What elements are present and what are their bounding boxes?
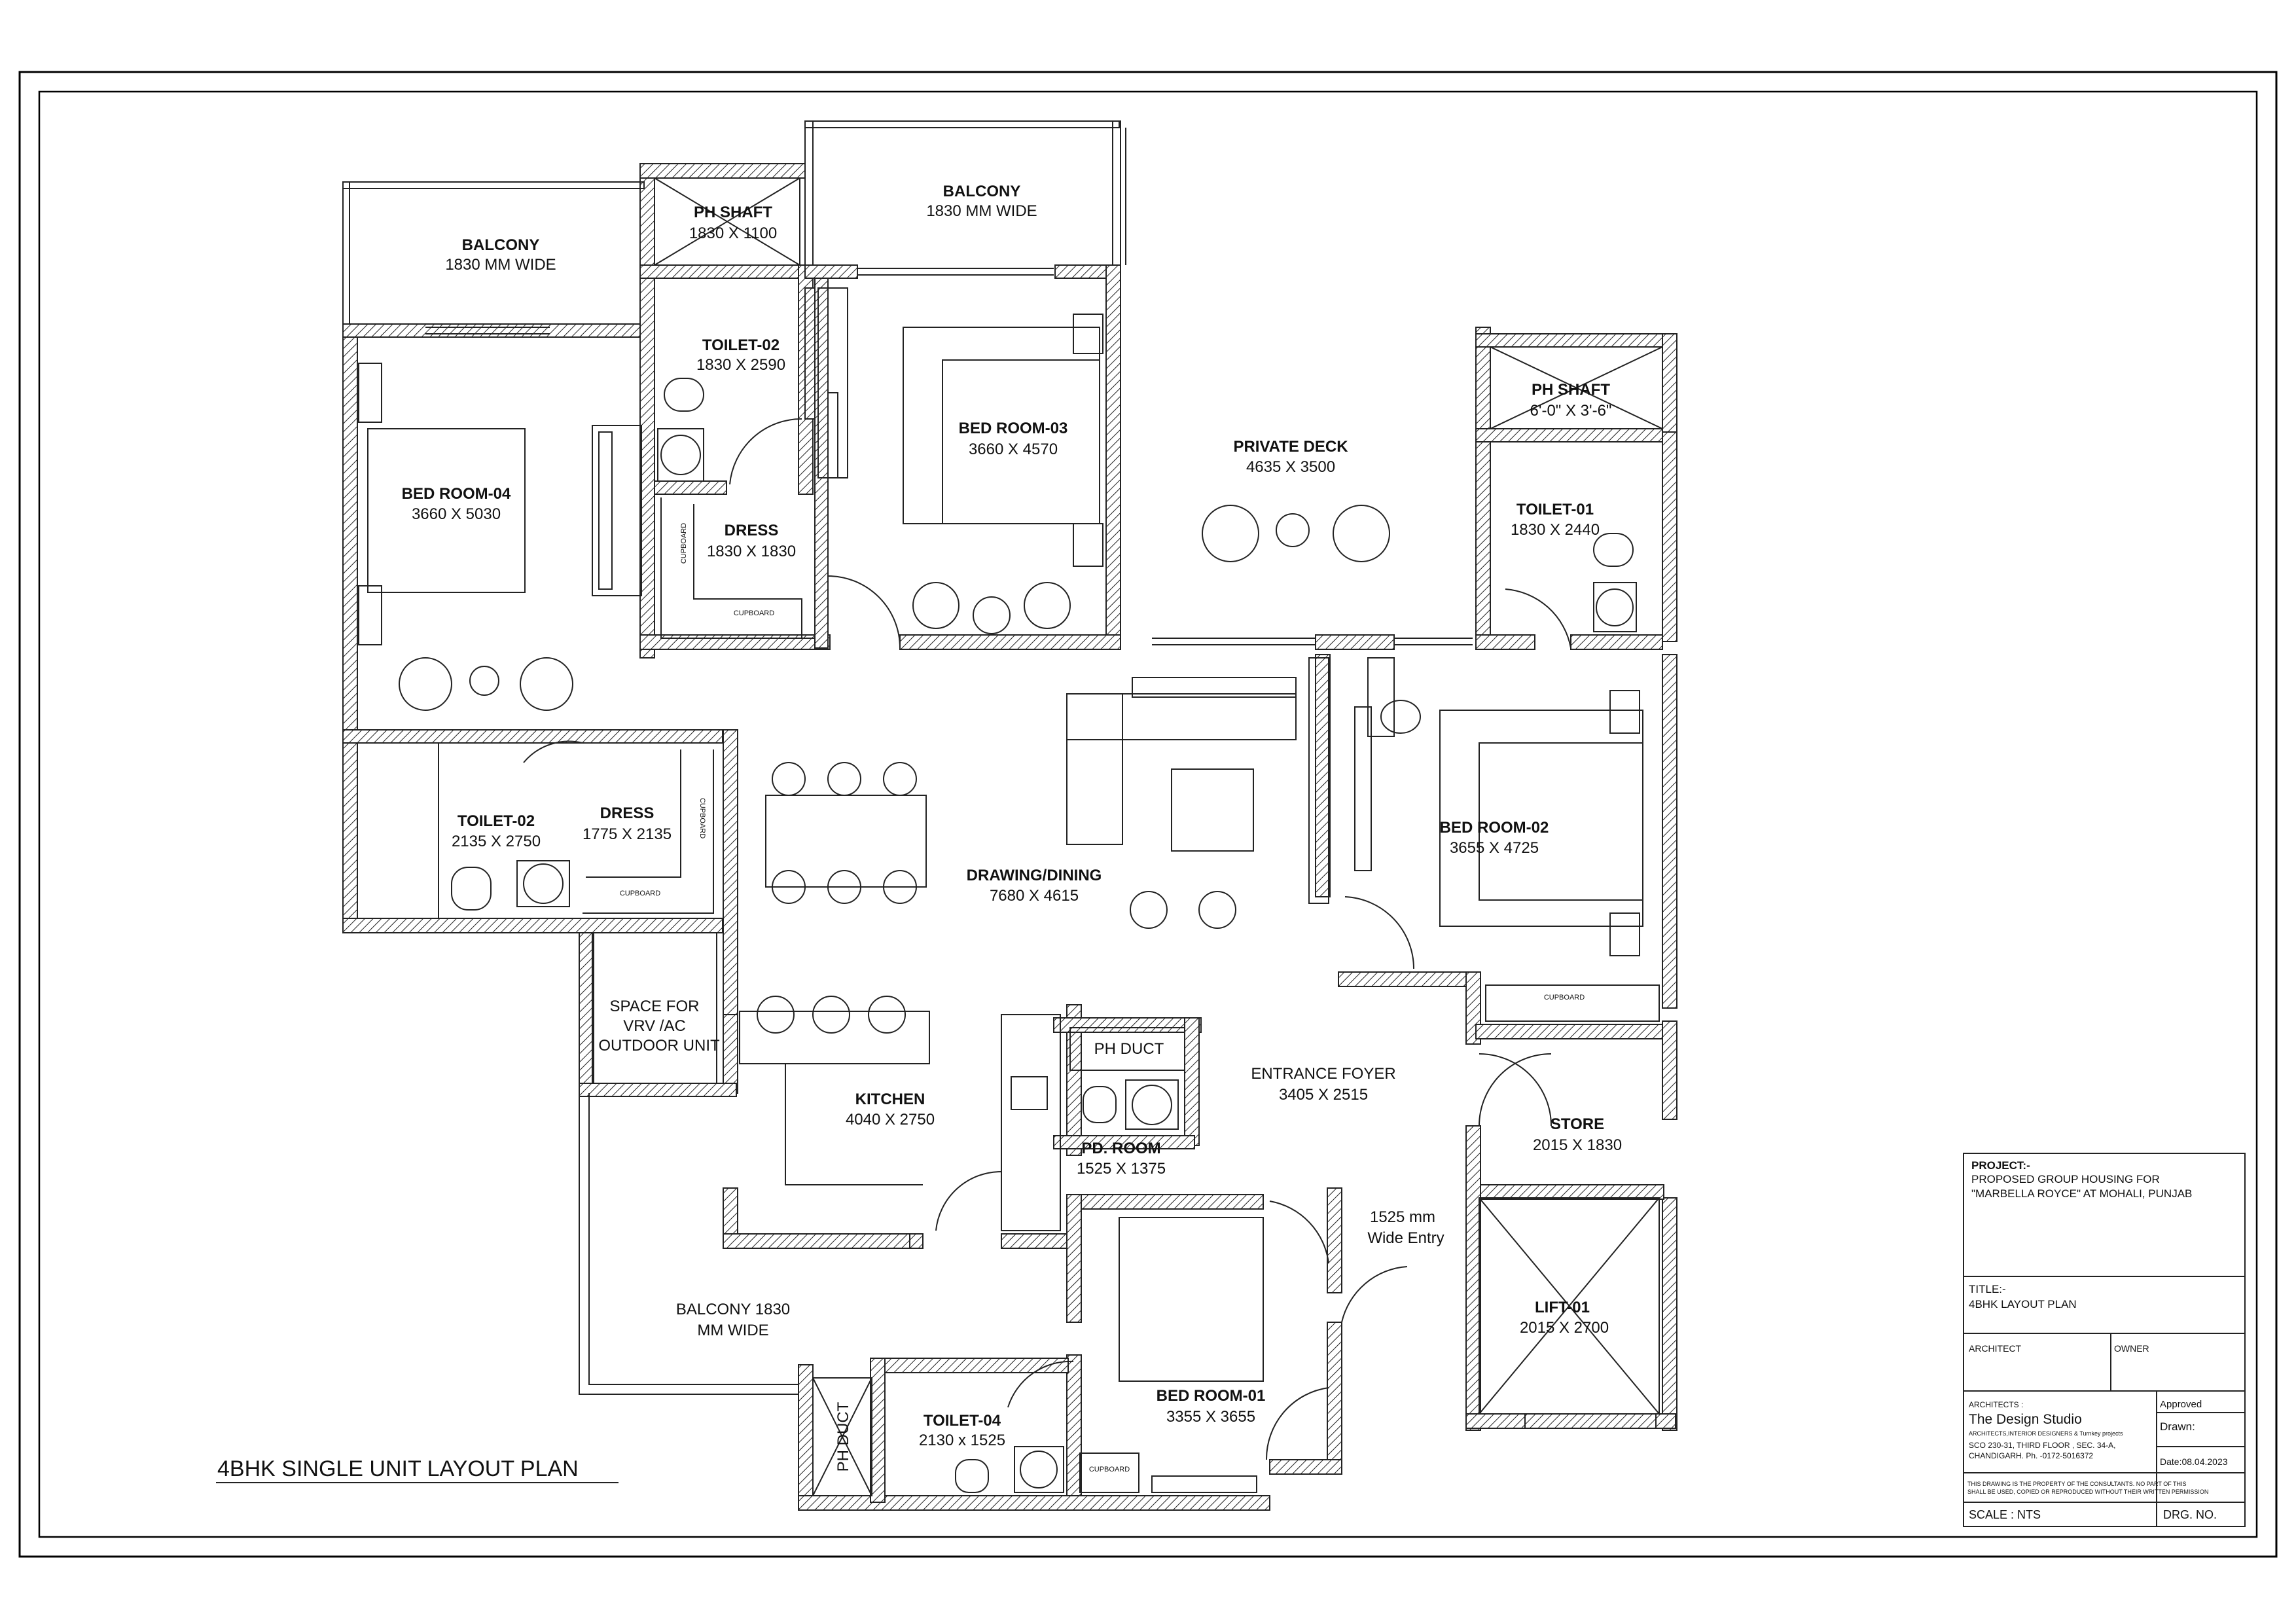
room-name: PH DUCT <box>834 1401 852 1471</box>
room-name: OUTDOOR UNIT <box>598 1037 720 1055</box>
room-name: BED ROOM-04 <box>402 485 511 503</box>
room-dimension: 3660 X 4570 <box>969 441 1058 458</box>
firm-name: The Design Studio <box>1969 1412 2082 1427</box>
room-dimension: 3405 X 2515 <box>1279 1086 1368 1104</box>
room-name: PH SHAFT <box>694 204 772 221</box>
room-name: BED ROOM-01 <box>1157 1387 1266 1405</box>
cupboard-label: CUPBOARD <box>698 798 706 839</box>
cupboard-label: CUPBOARD <box>734 609 774 617</box>
room-dimension: 4040 X 2750 <box>846 1111 935 1128</box>
room-name: TOILET-02 <box>702 336 780 354</box>
room-dimension: 1830 X 1100 <box>689 225 777 242</box>
room-name: SPACE FOR <box>610 998 700 1015</box>
room-dimension: 7680 X 4615 <box>990 887 1079 905</box>
architects-label: ARCHITECTS : <box>1969 1400 2023 1409</box>
room-name: VRV /AC <box>623 1017 686 1035</box>
room-dimension: 2135 X 2750 <box>452 833 541 850</box>
room-name: DRAWING/DINING <box>967 867 1102 884</box>
room-name: ENTRANCE FOYER <box>1251 1065 1395 1083</box>
room-dimension: 6'-0" X 3'-6" <box>1530 402 1612 420</box>
cupboard-label: CUPBOARD <box>1544 994 1585 1001</box>
room-name: BALCONY 1830 <box>676 1301 790 1318</box>
room-name: MM WIDE <box>697 1322 768 1339</box>
room-dimension: 2015 X 1830 <box>1533 1136 1622 1154</box>
drawn-label: Drawn: <box>2160 1420 2195 1433</box>
firm-address: SCO 230-31, THIRD FLOOR , SEC. 34-A, <box>1969 1441 2116 1450</box>
scale-label: SCALE : NTS <box>1969 1508 2041 1521</box>
room-dimension: 1830 MM WIDE <box>926 202 1037 220</box>
architect-label: ARCHITECT <box>1969 1343 2022 1354</box>
room-dimension: 1830 X 2590 <box>696 356 785 374</box>
room-dimension: 3660 X 5030 <box>412 505 501 523</box>
drawing-title: 4BHK SINGLE UNIT LAYOUT PLAN <box>217 1456 579 1481</box>
project-name: PROPOSED GROUP HOUSING FOR <box>1971 1173 2160 1185</box>
cupboard-label: CUPBOARD <box>680 523 688 564</box>
room-dimension: 3355 X 3655 <box>1166 1408 1255 1426</box>
firm-tagline: ARCHITECTS,INTERIOR DESIGNERS & Turnkey … <box>1969 1430 2123 1437</box>
room-dimension: 1775 X 2135 <box>583 825 672 843</box>
room-name: KITCHEN <box>855 1091 925 1108</box>
date-label: Date:08.04.2023 <box>2160 1456 2228 1467</box>
room-name: PRIVATE DECK <box>1233 438 1348 456</box>
entry-label: 1525 mm <box>1370 1208 1435 1226</box>
room-dimension: 1525 X 1375 <box>1077 1160 1166 1178</box>
disclaimer: THIS DRAWING IS THE PROPERTY OF THE CONS… <box>1967 1481 2187 1487</box>
inner-border <box>38 90 2258 1538</box>
title-block: PROJECT:- PROPOSED GROUP HOUSING FOR "MA… <box>1963 1153 2246 1527</box>
room-name: PD. ROOM <box>1081 1140 1160 1157</box>
title-label: TITLE:- <box>1969 1283 2006 1295</box>
cupboard-label: CUPBOARD <box>620 890 660 897</box>
entry-label: Wide Entry <box>1367 1229 1444 1247</box>
room-name: TOILET-02 <box>457 812 535 830</box>
room-name: BED ROOM-02 <box>1440 819 1549 837</box>
room-dimension: 3655 X 4725 <box>1450 839 1539 857</box>
room-name: PH SHAFT <box>1532 381 1610 399</box>
walls <box>342 120 1677 1511</box>
project-label: PROJECT:- <box>1971 1159 2030 1172</box>
disclaimer: SHALL BE USED, COPIED OR REPRODUCED WITH… <box>1967 1489 2208 1495</box>
room-name: STORE <box>1551 1115 1604 1133</box>
room-dimension: 2015 X 2700 <box>1520 1319 1609 1337</box>
room-name: BED ROOM-03 <box>959 420 1068 437</box>
outer-border <box>18 71 2278 1558</box>
room-dimension: 2130 x 1525 <box>919 1432 1005 1449</box>
title-value: 4BHK LAYOUT PLAN <box>1969 1298 2077 1310</box>
fixtures <box>216 128 1663 1496</box>
room-name: TOILET-04 <box>924 1412 1001 1430</box>
approved-label: Approved <box>2160 1399 2202 1410</box>
firm-phone: CHANDIGARH. Ph. -0172-5016372 <box>1969 1451 2093 1460</box>
room-dimension: 1830 MM WIDE <box>445 256 556 274</box>
room-name: PH DUCT <box>1094 1040 1164 1058</box>
owner-label: OWNER <box>2114 1343 2149 1354</box>
room-dimension: 1830 X 2440 <box>1511 521 1600 539</box>
room-name: DRESS <box>600 804 655 822</box>
room-name: DRESS <box>725 522 779 539</box>
room-name: LIFT-01 <box>1535 1299 1590 1316</box>
room-labels: BALCONY 1830 MM WIDE PH SHAFT 1830 X 110… <box>217 183 1622 1481</box>
room-name: BALCONY <box>943 183 1021 200</box>
room-name: BALCONY <box>462 236 540 254</box>
drawing-number-label: DRG. NO. <box>2163 1508 2217 1521</box>
room-name: TOILET-01 <box>1516 501 1594 518</box>
room-dimension: 4635 X 3500 <box>1246 458 1335 476</box>
project-location: "MARBELLA ROYCE" AT MOHALI, PUNJAB <box>1971 1187 2192 1200</box>
room-dimension: 1830 X 1830 <box>707 543 796 560</box>
cupboard-label: CUPBOARD <box>1089 1466 1130 1473</box>
